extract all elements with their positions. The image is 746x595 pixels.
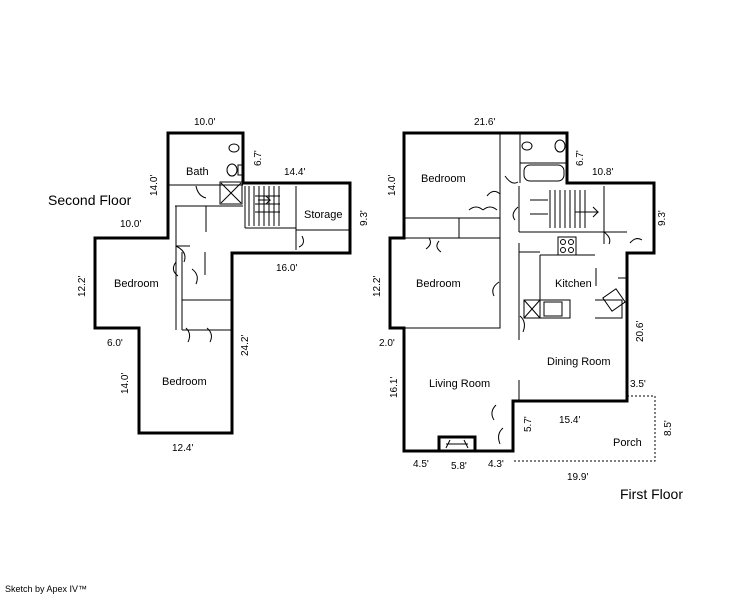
stairs: [518, 186, 605, 233]
room-label-kitchen: Kitchen: [555, 278, 592, 290]
dimension-label: 9.3': [359, 210, 370, 226]
dimension-label: 20.6': [635, 321, 646, 342]
dimension-label: 10.0': [194, 117, 215, 128]
dimension-label: 12.4': [172, 443, 193, 454]
dimension-label: 12.2': [77, 276, 88, 297]
bathtub-icon: [523, 164, 565, 182]
dimension-label: 10.8': [592, 167, 613, 178]
dimension-label: 16.1': [389, 377, 400, 398]
dimension-label: 8.5': [663, 420, 674, 436]
dimension-label: 6.0': [107, 338, 123, 349]
dimension-label: 14.0': [387, 175, 398, 196]
dimension-label: 21.6': [474, 117, 495, 128]
first-floor-label: First Floor: [620, 486, 683, 502]
dimension-label: 5.8': [451, 461, 467, 472]
dimension-label: 4.5': [413, 459, 429, 470]
dimension-label: 4.3': [488, 459, 504, 470]
sink-icon: [228, 143, 240, 153]
dimension-label: 6.7': [575, 150, 586, 166]
dimension-label: 12.2': [372, 276, 383, 297]
room-label-living-room: Living Room: [429, 378, 490, 390]
stove-icon: [557, 236, 577, 256]
dimension-label: 3.5': [630, 379, 646, 390]
first-floor-plan: Bedroom Bedroom Kitchen Dining Room Livi…: [372, 117, 683, 502]
sink-icon: [521, 141, 533, 151]
second-floor-plan: Second Floor Bath Storage Bedroom Bedroo…: [48, 117, 370, 454]
second-floor-outline: [93, 131, 352, 435]
dimension-label: 5.7': [523, 416, 534, 432]
room-label-porch: Porch: [613, 437, 642, 449]
dimension-label: 2.0': [379, 338, 395, 349]
toilet-icon: [554, 139, 566, 153]
dimension-label: 14.0': [120, 373, 131, 394]
dimension-label: 14.4': [284, 167, 305, 178]
sketch-credit: Sketch by Apex IV™: [5, 584, 87, 594]
room-label-dining-room: Dining Room: [547, 356, 611, 368]
refrigerator-icon: [523, 299, 541, 319]
dimension-label: 10.0': [120, 219, 141, 230]
dimension-label: 19.9': [567, 472, 588, 483]
second-floor-label: Second Floor: [48, 192, 132, 208]
dimension-label: 15.4': [559, 415, 580, 426]
toilet-icon: [226, 163, 238, 177]
room-label-bedroom: Bedroom: [421, 173, 466, 185]
shower-stall: [219, 181, 243, 205]
fireplace-icon: [438, 436, 476, 452]
dimension-label: 16.0': [276, 263, 297, 274]
room-label-bath: Bath: [186, 166, 209, 178]
dimension-label: 6.7': [253, 150, 264, 166]
room-label-storage: Storage: [304, 209, 343, 221]
room-label-bedroom: Bedroom: [162, 376, 207, 388]
stairs: [244, 186, 297, 229]
sink-icon: [602, 288, 626, 312]
room-label-bedroom: Bedroom: [416, 278, 461, 290]
room-label-bedroom: Bedroom: [114, 278, 159, 290]
dimension-label: 9.3': [657, 210, 668, 226]
dimension-label: 24.2': [240, 335, 251, 356]
dimension-label: 14.0': [149, 175, 160, 196]
porch-outline: [513, 395, 656, 462]
